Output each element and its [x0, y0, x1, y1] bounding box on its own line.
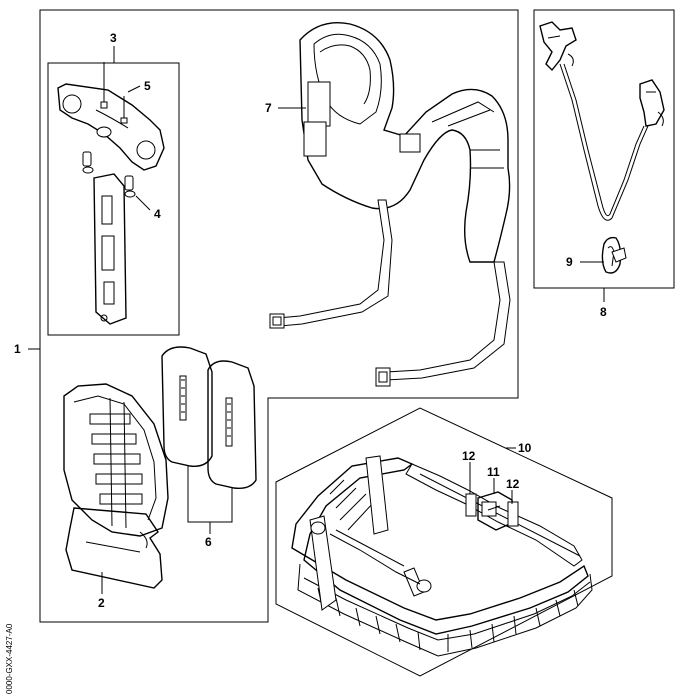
drawing-code: 0000-GXX-4427-A0 [5, 623, 14, 694]
back-plate-bracket [57, 62, 165, 325]
callout-5: 5 [144, 79, 151, 93]
leader-5 [127, 85, 141, 93]
leader-6 [187, 466, 233, 534]
callout-2: 2 [98, 596, 105, 610]
callout-1: 1 [14, 342, 21, 356]
callout-12a: 12 [462, 449, 476, 463]
callout-11: 11 [487, 465, 500, 479]
back-pad [63, 383, 169, 589]
snap-hook [601, 236, 627, 274]
callout-9: 9 [566, 255, 573, 269]
callout-8: 8 [600, 305, 607, 319]
hip-belt [291, 455, 593, 657]
hook-cord [539, 21, 665, 221]
leader-4 [135, 195, 151, 211]
callout-7: 7 [265, 101, 272, 115]
callout-6: 6 [205, 535, 212, 549]
assembly-10-frame [275, 407, 613, 677]
buckle [465, 491, 519, 531]
callout-10: 10 [518, 441, 532, 455]
assembly-1-frame [39, 9, 519, 623]
callout-12b: 12 [506, 477, 520, 491]
pads [161, 346, 257, 490]
shoulder-harness [269, 22, 511, 387]
callout-4: 4 [154, 207, 161, 221]
callout-3: 3 [110, 31, 117, 45]
